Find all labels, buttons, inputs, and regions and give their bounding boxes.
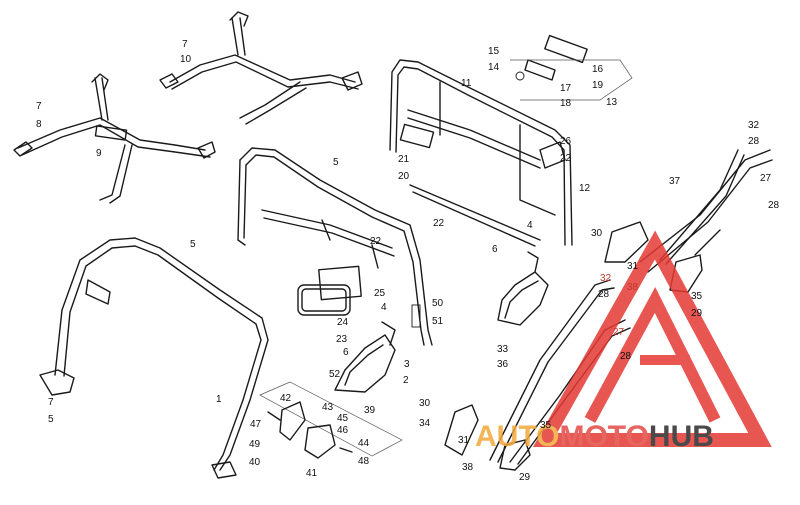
mirror-plate	[297, 265, 362, 316]
watermark-logo: AUTOMOTOHUB	[475, 230, 772, 453]
callout-7: 7	[36, 101, 42, 112]
callout-5: 5	[333, 157, 339, 168]
callout-44: 44	[358, 438, 370, 449]
callout-34: 34	[419, 418, 431, 429]
callout-29: 29	[691, 308, 703, 319]
callout-28: 28	[598, 289, 610, 300]
callout-37: 37	[669, 176, 681, 187]
callout-4: 4	[527, 220, 533, 231]
callout-32: 32	[600, 273, 612, 284]
callout-48: 48	[358, 456, 370, 467]
callout-14: 14	[488, 62, 500, 73]
callout-9: 9	[96, 148, 102, 159]
callout-18: 18	[560, 98, 572, 109]
callout-46: 46	[337, 425, 349, 436]
rear-cage-frame	[389, 59, 573, 247]
callout-10: 10	[180, 54, 192, 65]
callout-45: 45	[337, 413, 349, 424]
callout-28: 28	[768, 200, 780, 211]
callout-8: 8	[36, 119, 42, 130]
callout-22: 22	[560, 153, 572, 164]
callout-30: 30	[419, 398, 431, 409]
logo-moto: MOTO	[559, 420, 648, 453]
callout-22: 22	[370, 236, 382, 247]
logo-hub: HUB	[649, 420, 714, 453]
callout-11: 11	[461, 78, 472, 89]
callout-5: 5	[48, 414, 54, 425]
mid-b-pillar	[237, 147, 433, 346]
callout-12: 12	[579, 183, 591, 194]
callout-35: 35	[540, 420, 552, 431]
callout-38: 38	[627, 282, 639, 293]
callout-43: 43	[322, 402, 334, 413]
callout-35: 35	[691, 291, 703, 302]
callout-19: 19	[592, 80, 604, 91]
callout-22: 22	[433, 218, 445, 229]
side-grab-handle	[497, 251, 549, 326]
callout-41: 41	[306, 468, 318, 479]
callout-20: 20	[398, 171, 410, 182]
callout-15: 15	[488, 46, 500, 57]
callout-6: 6	[492, 244, 498, 255]
callout-23: 23	[336, 334, 348, 345]
callout-36: 36	[497, 359, 509, 370]
logo-auto: AUTO	[475, 420, 559, 453]
rear-roof-rail	[639, 149, 773, 273]
callout-4: 4	[381, 302, 387, 313]
callout-5: 5	[190, 239, 196, 250]
callout-6: 6	[343, 347, 349, 358]
callout-16: 16	[592, 64, 604, 75]
callout-52: 52	[329, 369, 341, 380]
callout-7: 7	[182, 39, 188, 50]
callout-13: 13	[606, 97, 618, 108]
callout-1: 1	[216, 394, 222, 405]
bracket-assembly	[259, 381, 403, 459]
callout-27: 27	[613, 327, 625, 338]
callout-3: 3	[404, 359, 410, 370]
callout-39: 39	[364, 405, 376, 416]
callout-33: 33	[497, 344, 509, 355]
callout-31: 31	[458, 435, 470, 446]
callout-47: 47	[250, 419, 262, 430]
svg-text:AUTOMOTOHUB: AUTOMOTOHUB	[475, 420, 714, 453]
callout-25: 25	[374, 288, 386, 299]
callout-42: 42	[280, 393, 292, 404]
callout-50: 50	[432, 298, 444, 309]
callout-17: 17	[560, 83, 572, 94]
callout-24: 24	[337, 317, 349, 328]
callout-29: 29	[519, 472, 531, 483]
callout-38: 38	[462, 462, 474, 473]
callout-26: 26	[560, 136, 572, 147]
callout-7: 7	[48, 397, 54, 408]
callout-49: 49	[249, 439, 261, 450]
rear-upper-bar	[159, 11, 363, 125]
callout-21: 21	[398, 154, 410, 165]
callout-32: 32	[748, 120, 760, 131]
callout-28: 28	[748, 136, 760, 147]
callout-40: 40	[249, 457, 261, 468]
front-rops-hoop	[39, 237, 269, 479]
front-upper-bar	[13, 73, 216, 204]
callout-27: 27	[760, 173, 772, 184]
callout-51: 51	[432, 316, 444, 327]
center-grab-handle	[334, 321, 396, 393]
callout-28: 28	[620, 351, 632, 362]
callout-31: 31	[627, 261, 639, 272]
callout-30: 30	[591, 228, 603, 239]
light-assembly	[510, 34, 633, 101]
callout-2: 2	[403, 375, 409, 386]
